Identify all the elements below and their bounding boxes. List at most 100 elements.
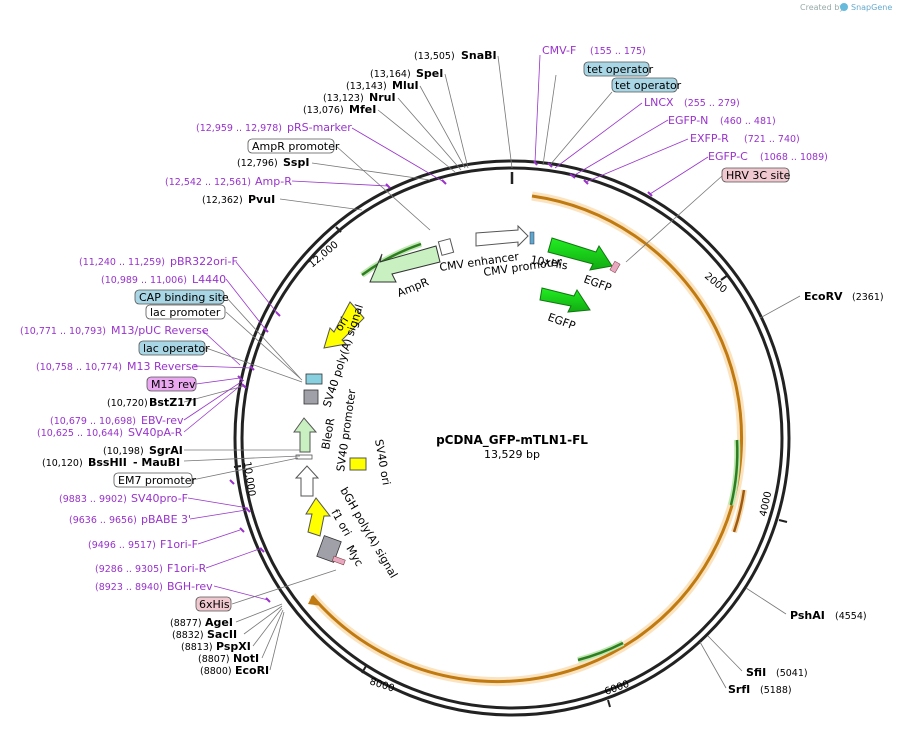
- tet-operator-box-2: tet operator: [611, 77, 682, 93]
- sv40par-name: SV40pA-R: [128, 426, 183, 439]
- m13puc-name: M13/pUC Reverse: [111, 324, 209, 337]
- sacii-pos: (8832): [172, 630, 204, 641]
- egfp2-arrow: [539, 287, 591, 313]
- his-tag-block: [529, 231, 535, 245]
- bgh-block: [316, 535, 342, 563]
- sgrai-pos: (10,198): [103, 446, 144, 457]
- svg-text:6xHis: 6xHis: [199, 598, 230, 611]
- ampr-label: AmpR: [395, 275, 431, 299]
- pvui-name: PvuI: [248, 193, 275, 206]
- agei-pos: (8877): [170, 618, 202, 629]
- prs-marker-pos: (12,959 .. 12,978): [196, 123, 282, 134]
- sgrai-name: SgrAI: [149, 444, 183, 457]
- agei-name: AgeI: [205, 616, 233, 629]
- cmv-enhancer-arrow: [475, 224, 529, 248]
- pbr322-pos: (11,240 .. 11,259): [79, 257, 165, 268]
- srfi-name: SrfI: [728, 683, 750, 696]
- sv40-promoter-arrow: [294, 465, 320, 497]
- nrui-pos: (13,123): [323, 93, 364, 104]
- svg-text:lac operator: lac operator: [143, 342, 210, 355]
- svg-text:tet operator: tet operator: [587, 63, 654, 76]
- orf-band: [308, 191, 747, 687]
- ori-arrow: [323, 301, 365, 349]
- sv40prof-pos: (9883 .. 9902): [59, 494, 127, 505]
- bleor-arrow: [293, 417, 318, 453]
- prs-marker-name: pRS-marker: [287, 121, 352, 134]
- mfei-pos: (13,076): [303, 105, 344, 116]
- bghrev-name: BGH-rev: [167, 580, 213, 593]
- egfpn-pos: (460 .. 481): [720, 116, 776, 127]
- svg-text:AmpR promoter: AmpR promoter: [252, 140, 340, 153]
- tet-operator-box-1: tet operator: [583, 61, 654, 77]
- egfp1-arrow: [547, 237, 613, 271]
- l4440-name: L4440: [192, 273, 226, 286]
- sacii-name: SacII: [207, 628, 237, 641]
- cap-binding-box: CAP binding site: [134, 289, 229, 305]
- ori-label: ori: [333, 315, 352, 334]
- maubi-name: - MauBI: [133, 456, 180, 469]
- snabi-pos: (13,505): [414, 51, 455, 62]
- ampr-primer-name: Amp-R: [255, 175, 292, 188]
- exfpr-pos: (721 .. 740): [744, 134, 800, 145]
- plasmid-title: pCDNA_GFP-mTLN1-FL 13,529 bp: [436, 433, 588, 461]
- tick-10000: 10,000: [241, 461, 257, 497]
- credit-brand: SnapGene: [851, 3, 892, 12]
- f1ori-arrow: [305, 497, 332, 537]
- ampr-promoter-block: [437, 238, 455, 256]
- plasmid-name: pCDNA_GFP-mTLN1-FL: [436, 433, 588, 448]
- bsshii-pos: (10,120): [42, 458, 83, 469]
- pbabe-pos: (9636 .. 9656): [69, 515, 137, 526]
- boxed-features: tet operator tet operator HRV 3C site Am…: [113, 61, 791, 612]
- bghrev-pos: (8923 .. 8940): [95, 582, 163, 593]
- ecori-pos: (8800): [200, 666, 232, 677]
- mlui-pos: (13,143): [346, 81, 387, 92]
- noti-name: NotI: [233, 652, 259, 665]
- bleor-label: BleoR: [319, 417, 337, 451]
- sv40prof-name: SV40pro-F: [131, 492, 188, 505]
- egfpn-name: EGFP-N: [668, 114, 708, 127]
- sv40-ori-label: SV40 ori: [372, 438, 393, 486]
- ecorv-name: EcoRV: [804, 290, 843, 303]
- m13puc-pos: (10,771 .. 10,793): [20, 326, 106, 337]
- lac-promoter-box: lac promoter: [145, 304, 226, 320]
- f1orir-name: F1ori-R: [167, 562, 207, 575]
- sfii-name: SfiI: [746, 666, 766, 679]
- ebvrev-pos: (10,679 .. 10,698): [50, 416, 136, 427]
- hrv-3c-box: HRV 3C site: [721, 167, 791, 183]
- plasmid-size: 13,529 bp: [484, 448, 540, 461]
- sspi-pos: (12,796): [237, 158, 278, 169]
- sfii-pos: (5041): [776, 668, 808, 679]
- m13rev-primer-pos: (10,758 .. 10,774): [36, 362, 122, 373]
- srfi-pos: (5188): [760, 685, 792, 696]
- lncx-pos: (255 .. 279): [684, 98, 740, 109]
- lac-operator-box: lac operator: [138, 340, 210, 356]
- enzyme-labels: (13,505) SnaBI (13,164) SpeI (13,143) Ml…: [42, 49, 884, 696]
- sv40pa-block: [303, 389, 319, 405]
- snabi-name: SnaBI: [461, 49, 497, 62]
- svg-text:EM7 promoter: EM7 promoter: [118, 474, 196, 487]
- lncx-name: LNCX: [644, 96, 674, 109]
- sv40par-pos: (10,625 .. 10,644): [37, 428, 123, 439]
- pspxi-pos: (8813): [181, 642, 213, 653]
- credit-prefix: Created by: [800, 3, 844, 12]
- mlui-name: MluI: [392, 79, 419, 92]
- ebvrev-name: EBV-rev: [141, 414, 184, 427]
- exfpr-name: EXFP-R: [690, 132, 729, 145]
- his-label: 10xHis: [529, 253, 569, 272]
- ampr-primer-pos: (12,542 .. 12,561): [165, 177, 251, 188]
- em7-promoter-box: EM7 promoter: [113, 472, 196, 488]
- leader-lines: [183, 54, 801, 689]
- l4440-pos: (10,989 .. 11,006): [101, 275, 187, 286]
- f1orir-pos: (9286 .. 9305): [95, 564, 163, 575]
- cmvf-pos: (155 .. 175): [590, 46, 646, 57]
- ampr-arrow: [369, 245, 441, 283]
- ampr-promoter-box: AmpR promoter: [247, 138, 340, 154]
- hrv3c-block: [609, 260, 621, 274]
- small-orfs: [360, 241, 747, 663]
- svg-text:CAP binding site: CAP binding site: [139, 291, 229, 304]
- tick-4000: 4000: [758, 490, 774, 517]
- mfei-name: MfeI: [349, 103, 376, 116]
- myc-label: Myc: [343, 543, 365, 569]
- pshai-pos: (4554): [835, 611, 867, 622]
